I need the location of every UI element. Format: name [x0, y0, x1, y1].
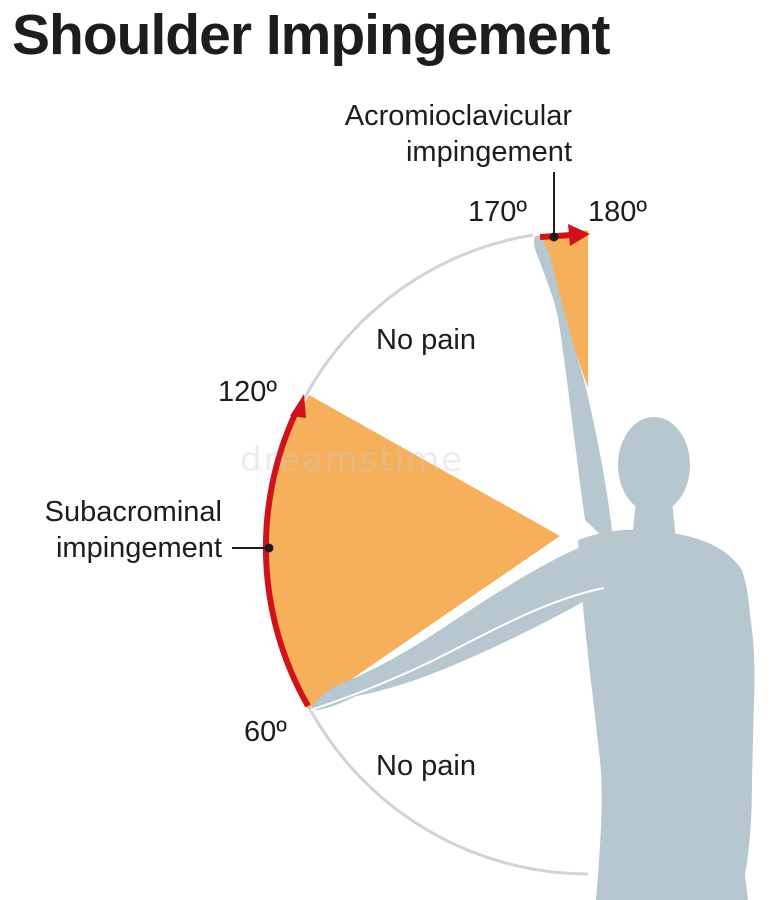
- watermark: dreamstime: [240, 440, 465, 480]
- acromioclavicular-label: Acromioclavicular impingement: [282, 98, 572, 170]
- angle-180-label: 180º: [588, 196, 647, 228]
- arm-outline: [310, 587, 605, 711]
- subacrominal-leader-dot: [264, 543, 274, 553]
- subacrominal-arrow: [262, 410, 311, 708]
- subacrominal-label: Subacrominal impingement: [0, 494, 222, 566]
- acromioclavicular-arrowhead: [568, 224, 590, 246]
- subacrominal-label-line2: impingement: [55, 532, 222, 564]
- subacrominal-arrowhead: [290, 394, 306, 418]
- no-pain-upper-label: No pain: [376, 324, 476, 356]
- no-pain-lower-label: No pain: [376, 750, 476, 782]
- subacrominal-label-line1: Subacrominal: [44, 496, 222, 528]
- angle-120-label: 120º: [218, 376, 277, 408]
- human-silhouette: [310, 236, 755, 900]
- acromioclavicular-label-line1: Acromioclavicular: [344, 100, 572, 132]
- acromioclavicular-leader-dot: [549, 232, 559, 242]
- angle-60-label: 60º: [244, 716, 287, 748]
- subacrominal-pain-zone: [265, 395, 560, 709]
- page-title: Shoulder Impingement: [12, 3, 611, 67]
- angle-170-label: 170º: [468, 196, 527, 228]
- acromioclavicular-label-line2: impingement: [405, 136, 572, 168]
